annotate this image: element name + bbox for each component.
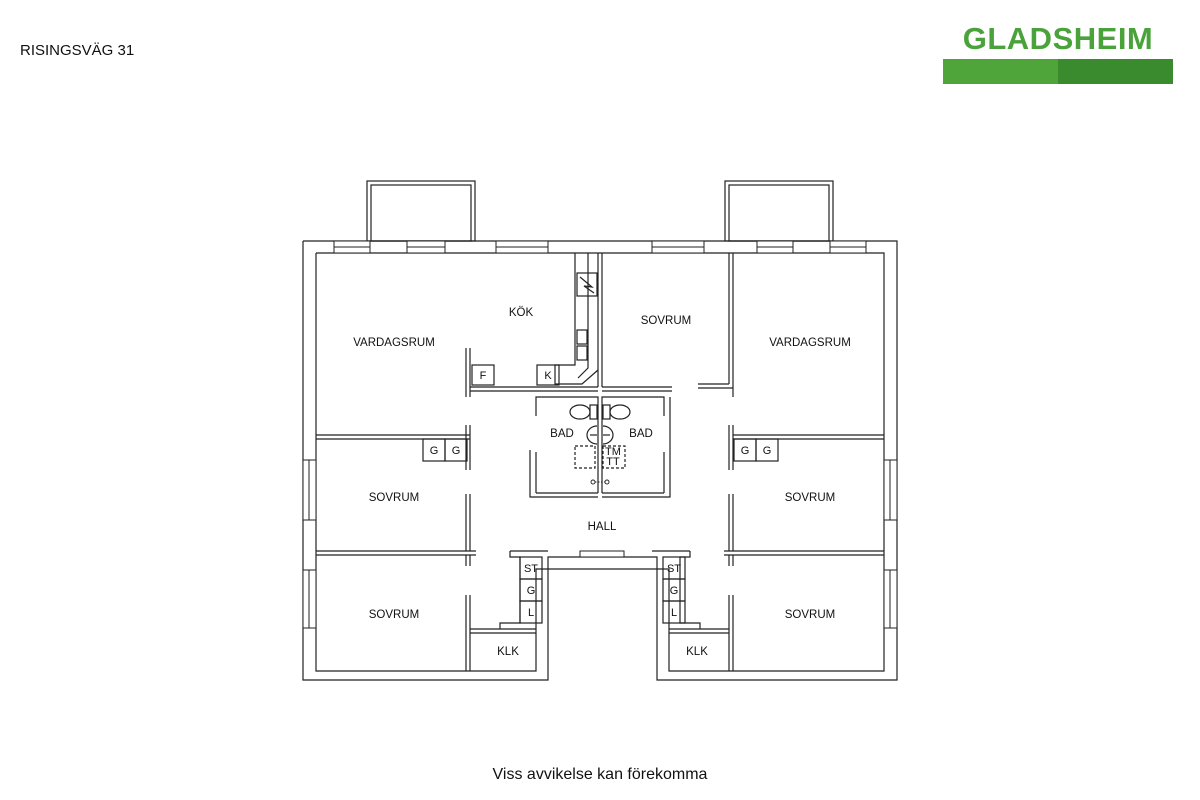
fixture-label-wardrobe: G bbox=[430, 445, 439, 457]
room-label-kok: KÖK bbox=[509, 307, 534, 319]
sink-icon bbox=[586, 425, 614, 445]
dryer-outline bbox=[602, 445, 626, 469]
drain-icon bbox=[590, 479, 610, 485]
room-label-bad: BAD bbox=[550, 428, 574, 440]
room-label-klk: KLK bbox=[497, 646, 519, 658]
brand-bar-dark bbox=[1058, 59, 1173, 84]
room-label-bad: BAD bbox=[629, 428, 653, 440]
brand-logo: GLADSHEIM bbox=[943, 20, 1173, 84]
windows-top bbox=[333, 240, 867, 254]
toilet-icon bbox=[569, 404, 598, 420]
room-label-klk: KLK bbox=[686, 646, 708, 658]
washer-outline bbox=[574, 445, 596, 469]
address-label: RISINGSVÄG 31 bbox=[20, 42, 135, 59]
fixture-label-tt: TT bbox=[606, 456, 620, 468]
room-label-sovrum: SOVRUM bbox=[369, 492, 419, 504]
room-label-sovrum: SOVRUM bbox=[641, 315, 691, 327]
fixture-label-wardrobe: G bbox=[741, 445, 750, 457]
closet-box bbox=[662, 600, 686, 624]
freezer-box bbox=[536, 364, 560, 386]
fixture-label-fridge: F bbox=[480, 370, 487, 382]
fixture-label-st: ST bbox=[667, 563, 681, 575]
disclaimer-text: Viss avvikelse kan förekomma bbox=[492, 766, 708, 783]
fixture-label-wardrobe: G bbox=[763, 445, 772, 457]
room-label-sovrum: SOVRUM bbox=[785, 492, 835, 504]
fixture-label-g: G bbox=[670, 585, 679, 597]
exterior-wall bbox=[302, 240, 898, 681]
fixture-label-freezer: K bbox=[544, 370, 552, 382]
wardrobe-box bbox=[755, 438, 779, 462]
room-label-hall: HALL bbox=[588, 521, 617, 533]
interior-walls bbox=[316, 253, 884, 671]
windows-side bbox=[302, 459, 898, 629]
kitchen-counter bbox=[554, 253, 599, 385]
brand-name: GLADSHEIM bbox=[962, 21, 1154, 56]
fixture-label-wardrobe: G bbox=[452, 445, 461, 457]
room-label-vardagsrum: VARDAGSRUM bbox=[353, 337, 435, 349]
wardrobe-box bbox=[444, 438, 468, 462]
brand-bar bbox=[943, 59, 1173, 84]
closet-box bbox=[519, 600, 543, 624]
toilet-icon bbox=[602, 404, 631, 420]
fixture-label-st: ST bbox=[524, 563, 538, 575]
fixture-label-l: L bbox=[528, 607, 534, 619]
fixture-label-tm: TM bbox=[605, 446, 621, 458]
balcony-left bbox=[366, 180, 476, 242]
room-label-sovrum: SOVRUM bbox=[369, 609, 419, 621]
room-label-sovrum: SOVRUM bbox=[785, 609, 835, 621]
room-label-vardagsrum: VARDAGSRUM bbox=[769, 337, 851, 349]
fixture-label-g: G bbox=[527, 585, 536, 597]
fixture-label-l: L bbox=[671, 607, 677, 619]
balcony-right bbox=[724, 180, 834, 242]
brand-bar-light bbox=[943, 59, 1058, 84]
fridge-box bbox=[471, 364, 495, 386]
